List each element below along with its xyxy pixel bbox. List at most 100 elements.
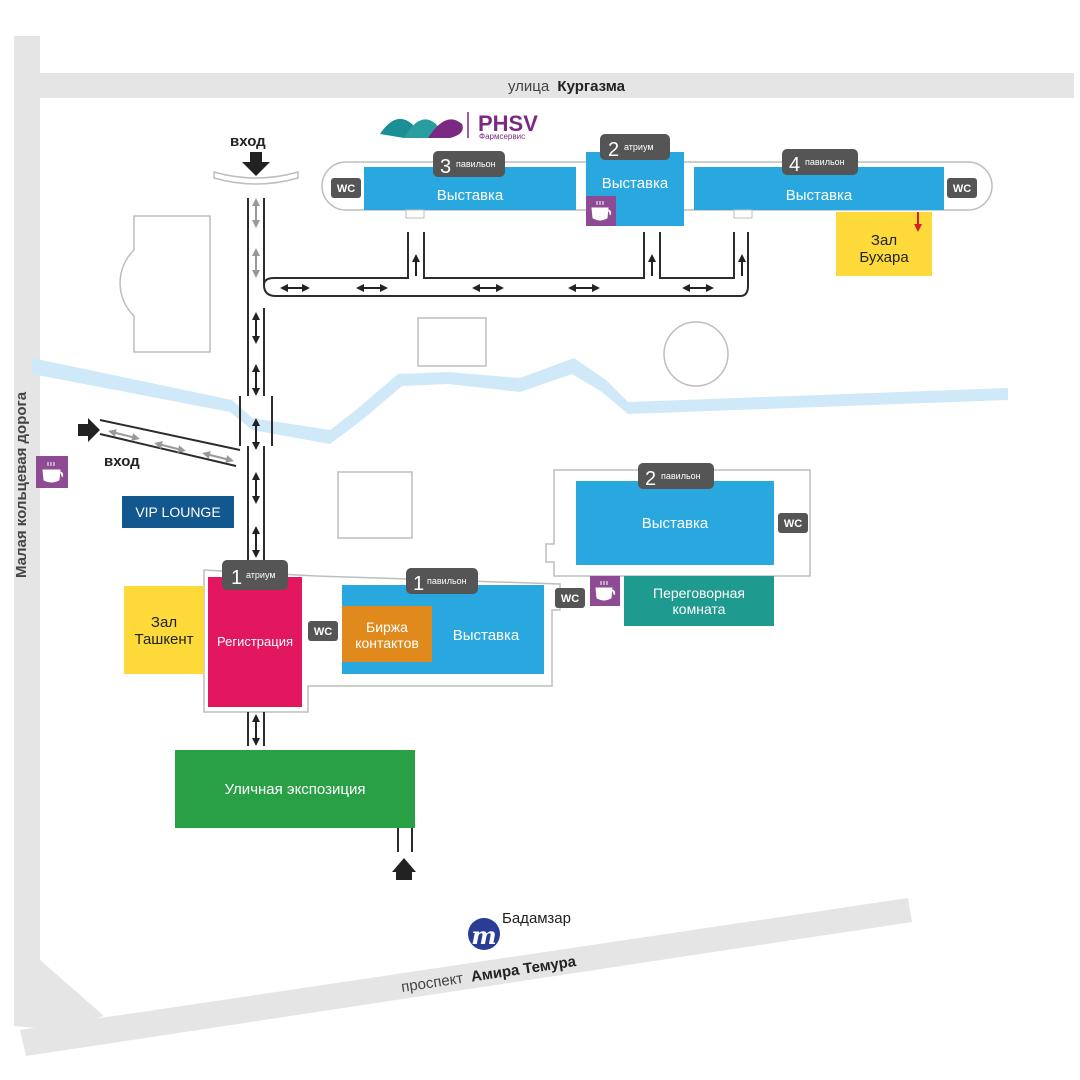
hall-bukhara[interactable]: Зал Бухара [836, 212, 932, 276]
atrium-2-number: 2 [608, 139, 619, 161]
atrium-1-kind: атриум [246, 570, 276, 580]
atrium-1-badge [222, 560, 288, 590]
atrium-1[interactable]: 1 атриум Регистрация [208, 560, 302, 707]
canal [32, 358, 1008, 444]
hall-bukhara-line1: Зал [871, 232, 897, 249]
square-outline-2 [337, 471, 413, 539]
logo-mark [380, 118, 415, 138]
phsv-logo: PHSV Фармсервис [380, 111, 538, 141]
bridge-lines [239, 396, 273, 446]
black-arrows [252, 254, 746, 746]
pavilion-1-number: 1 [413, 573, 424, 595]
vip-lounge-block[interactable] [122, 496, 234, 528]
pavilion-4[interactable]: 4 павильон Выставка [694, 149, 944, 210]
registration-exit [247, 712, 265, 746]
metro-station: m Бадамзар [468, 910, 571, 950]
negotiation-room-line1: Переговорная [653, 585, 745, 601]
hall-bukhara-line2: Бухара [859, 249, 909, 266]
atrium-2-badge [600, 134, 670, 160]
street-exposition[interactable]: Уличная экспозиция [175, 750, 415, 828]
wc-badge-pav1-left: WC [308, 621, 338, 641]
logo-mark [428, 119, 463, 138]
negotiation-room-block[interactable] [624, 576, 774, 626]
road-bottom [20, 898, 912, 1056]
entrance-arrow-top [242, 152, 270, 176]
entrance-arrow-left [78, 418, 100, 442]
negotiation-room-line2: комната [673, 601, 726, 617]
hall-bukhara-block[interactable] [836, 212, 932, 276]
wc-badge-pav4: WC [947, 178, 977, 198]
road-label-top: улица Кургазма [508, 78, 626, 95]
atrium-2-kind: атриум [624, 142, 654, 152]
building-outline-left [119, 215, 211, 353]
pavilion-2-block[interactable] [576, 481, 774, 565]
gray-arrow [202, 451, 234, 463]
registration-block[interactable] [208, 577, 302, 707]
pavilion-2-number: 2 [645, 468, 656, 490]
coffee-steam-icon [47, 462, 55, 466]
pavilion-4-kind: павильон [805, 157, 845, 167]
pavilion2-outline [545, 469, 811, 577]
atrium-2[interactable]: 2 атриум Выставка [586, 134, 684, 226]
logo-brand: PHSV [478, 111, 538, 136]
cafe-pav1 [590, 576, 620, 606]
hall-tashkent-line1: Зал [151, 614, 177, 631]
gray-arrow [154, 441, 186, 453]
metro-symbol: m [471, 921, 496, 950]
atrium-2-label: Выставка [602, 175, 669, 192]
door-nub [733, 209, 753, 219]
hall-tashkent[interactable]: Зал Ташкент [124, 586, 204, 674]
coffee-cup-icon [591, 207, 612, 221]
pavilion-1-label: Выставка [453, 627, 520, 644]
pavilion-2-badge [638, 463, 714, 489]
entrance-arrow-bottom [392, 858, 416, 880]
entrance-label-left: вход [104, 453, 140, 470]
hall-tashkent-block[interactable] [124, 586, 204, 674]
metro-name: Бадамзар [502, 910, 571, 927]
pavilion-3-kind: павильон [456, 159, 496, 169]
pavilion-3-number: 3 [440, 156, 451, 178]
wc-label: WC [953, 183, 971, 195]
road-label-left: Малая кольцевая дорога [13, 391, 30, 578]
cafe-left [36, 456, 68, 488]
pavilion-2-kind: павильон [661, 471, 701, 481]
coffee-steam-icon [596, 201, 604, 205]
negotiation-room[interactable]: Переговорная комната [624, 576, 774, 626]
contact-exchange[interactable]: Биржа контактов [342, 606, 432, 662]
gray-arrows [108, 198, 260, 463]
pavilion-3-badge [433, 151, 505, 177]
main-path-right [263, 198, 749, 297]
entrance-arc-top [213, 171, 299, 185]
wc-label: WC [314, 626, 332, 638]
contact-exchange-block[interactable] [342, 606, 432, 662]
wc-badge-pav2: WC [778, 513, 808, 533]
wc-badge [778, 513, 808, 533]
contact-exchange-line2: контактов [355, 635, 419, 651]
circle-outline [663, 321, 729, 387]
road-prefix-top: улица [508, 78, 550, 95]
door-nub [405, 209, 425, 219]
logo-mark [404, 119, 439, 138]
coffee-steam-icon [600, 581, 608, 585]
pavilion-2-label: Выставка [642, 515, 709, 532]
roads [14, 36, 1074, 1056]
landscape-outlines [119, 215, 729, 539]
logo-subtitle: Фармсервис [479, 132, 525, 141]
vip-lounge[interactable]: VIP LOUNGE [122, 496, 234, 528]
metro-icon [468, 918, 500, 950]
pavilion-2[interactable]: 2 павильон Выставка [576, 463, 774, 565]
registration-label: Регистрация [217, 634, 293, 649]
road-left-diag [14, 960, 104, 1030]
road-top [14, 36, 1074, 104]
wc-badge [308, 621, 338, 641]
street-exposition-block[interactable] [175, 750, 415, 828]
pavilion-3[interactable]: 3 павильон Выставка [364, 151, 576, 210]
wc-badge-pav3: WC [331, 178, 361, 198]
contact-exchange-line1: Биржа [366, 619, 408, 635]
wc-badge [555, 588, 585, 608]
pavilion-1-badge [406, 568, 478, 594]
street-exit [397, 828, 413, 852]
entrance-label-top: вход [230, 133, 266, 150]
pavilion-1-kind: павильон [427, 576, 467, 586]
